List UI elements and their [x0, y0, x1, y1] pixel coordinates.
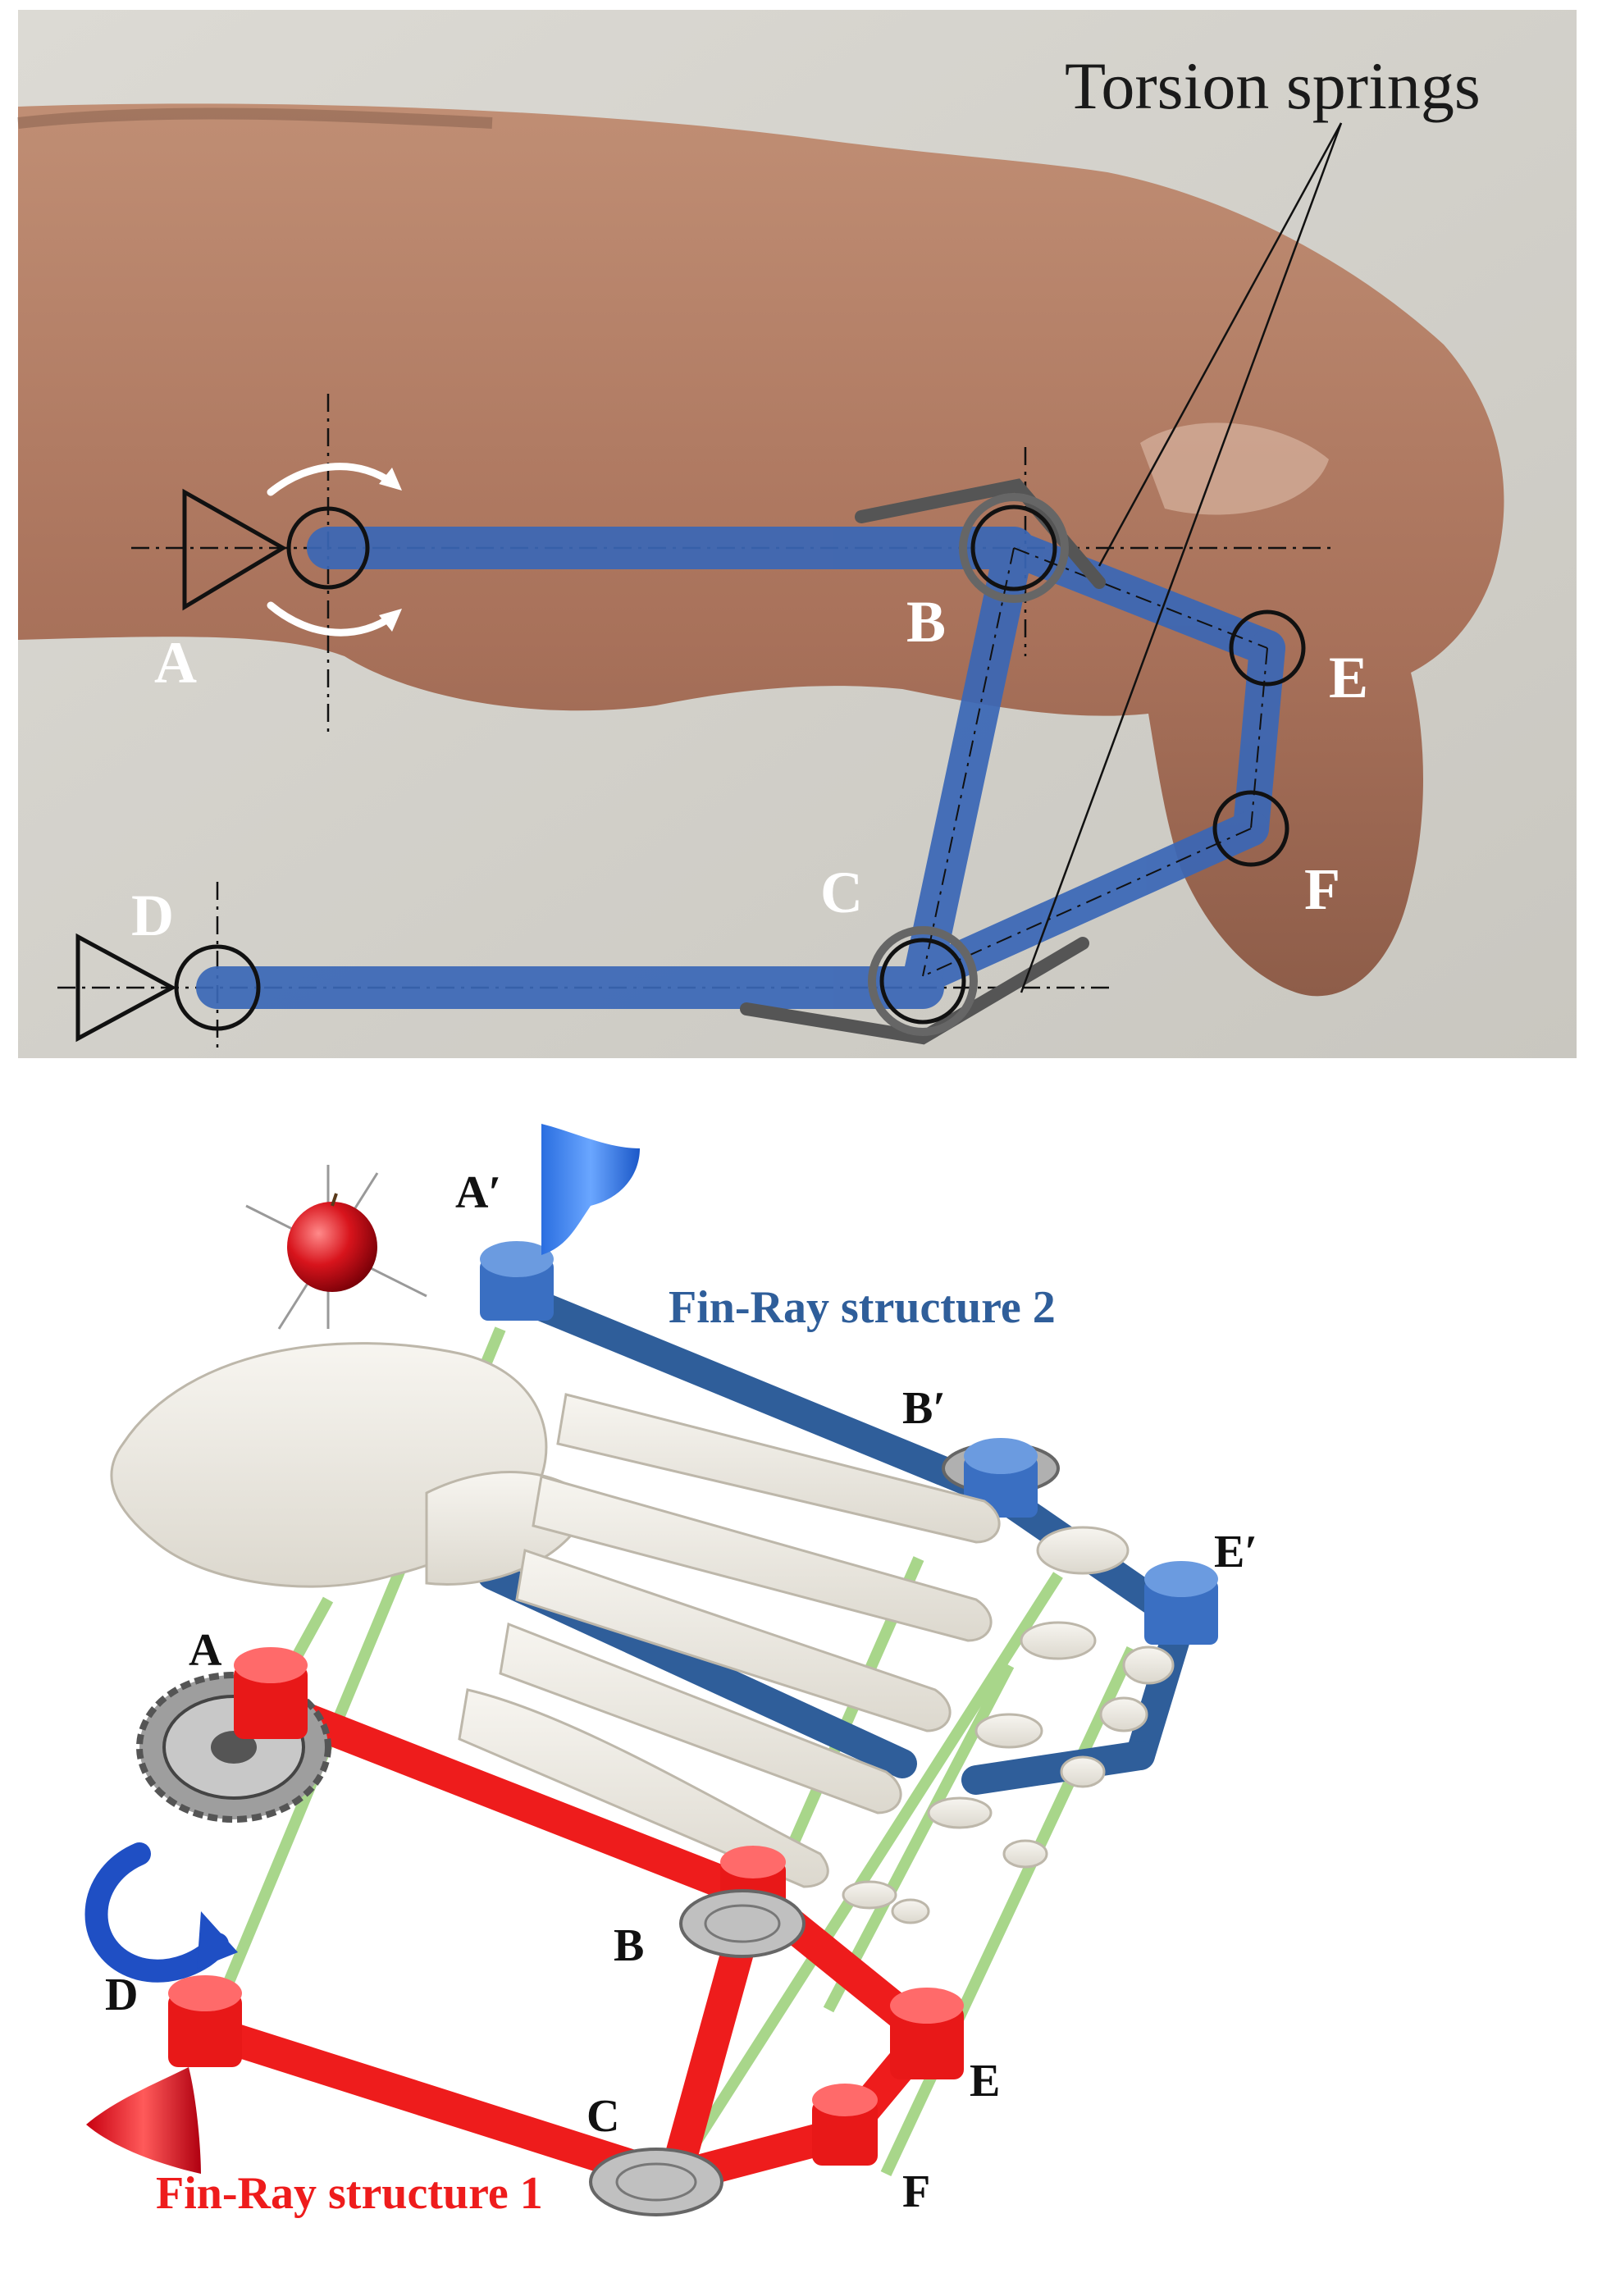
joint-B-cylinder — [679, 1846, 806, 1958]
joint-A — [286, 506, 370, 590]
apple-icon — [245, 1165, 427, 1330]
metatarsal-5 — [458, 1688, 930, 1924]
label-D: D — [131, 883, 174, 948]
label-C: C — [820, 860, 863, 925]
joint-C — [879, 938, 966, 1025]
joint-F — [1212, 790, 1289, 867]
metatarsal-4 — [499, 1622, 1048, 1869]
torsion-spring-icon — [740, 478, 1106, 1045]
rotation-arrow-icon — [84, 1842, 238, 1983]
joint-E — [1229, 609, 1306, 687]
cone-icon — [86, 2067, 201, 2174]
fixed-support-icon — [75, 488, 287, 1043]
joint-circles — [174, 493, 1306, 1036]
joint-B-spring — [959, 493, 1069, 603]
label-B: B — [614, 1920, 644, 1971]
thumb-nail — [1140, 422, 1329, 515]
fin-ray-structure-2-label: Fin-Ray structure 2 — [669, 1282, 1056, 1333]
joint-C-spring — [868, 926, 978, 1036]
joint-D-cylinder — [168, 1975, 242, 2067]
joint-A-prime-cylinder — [480, 1241, 554, 1321]
metatarsal-1 — [556, 1393, 1175, 1685]
label-F: F — [1304, 856, 1340, 922]
metatarsal-3 — [515, 1549, 1106, 1788]
label-B: B — [906, 589, 946, 655]
callout-torsion-springs: Torsion springs — [1065, 48, 1481, 123]
joint-B-prime-cylinder — [942, 1438, 1060, 1518]
label-E: E — [1329, 645, 1368, 710]
joint-A-cylinder — [234, 1647, 308, 1739]
blue-joints — [480, 1241, 1218, 1645]
label-E-prime: E′ — [1214, 1527, 1257, 1577]
red-link-D-C — [189, 2014, 673, 2190]
bottom-panel: A′ B′ E′ Fin-Ray structure 2 A B C D E F… — [84, 1124, 1257, 2219]
red-link-A-B — [246, 1686, 771, 1911]
metatarsal-2 — [532, 1475, 1148, 1732]
link-centerlines — [922, 547, 1268, 977]
joint-E-prime-cylinder — [1144, 1561, 1218, 1645]
label-B-prime: B′ — [902, 1383, 946, 1434]
label-E: E — [970, 2056, 1000, 2107]
red-link-B-C — [664, 1903, 763, 2174]
label-C: C — [586, 2091, 619, 2142]
label-A: A — [189, 1625, 222, 1676]
label-A: A — [154, 630, 197, 696]
arm-hair — [17, 107, 493, 129]
callout-lines — [1020, 122, 1343, 993]
fin-ray-structure-1-label: Fin-Ray structure 1 — [156, 2168, 543, 2219]
joint-F-cylinder — [812, 2084, 878, 2166]
label-F: F — [902, 2166, 930, 2217]
cone-icon — [541, 1124, 640, 1255]
rotation-arrow-icon — [267, 463, 402, 637]
label-A-prime: A′ — [455, 1167, 501, 1218]
top-panel: Torsion springs A B C D E — [17, 10, 1577, 1058]
foot-skeleton — [110, 1342, 1175, 1924]
joint-B — [970, 504, 1057, 591]
joint-C-spring — [589, 2148, 723, 2216]
red-joints — [168, 1647, 964, 2216]
label-D: D — [105, 1970, 138, 2020]
joint-E-cylinder — [890, 1988, 964, 2079]
